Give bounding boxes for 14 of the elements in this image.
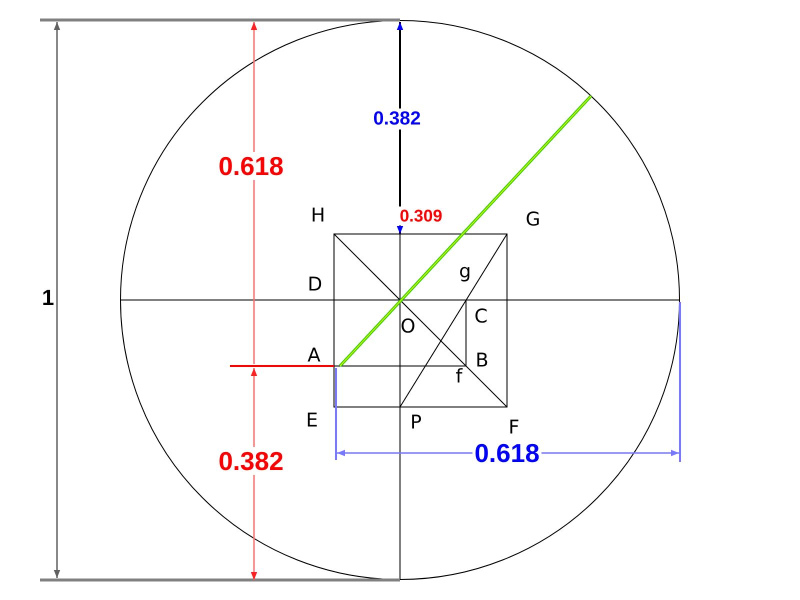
point-label: H — [310, 206, 326, 226]
point-label: P — [409, 412, 423, 434]
point-label: O — [400, 316, 416, 338]
point-label: B — [474, 350, 490, 372]
dimension-value: 0.309 — [398, 206, 444, 226]
point-label: E — [305, 410, 319, 432]
point-label: g — [458, 262, 472, 282]
dimension-value: 0.382 — [371, 108, 423, 130]
point-label: F — [508, 418, 520, 438]
point-label: f — [454, 366, 464, 388]
point-label: G — [524, 210, 542, 230]
point-label: C — [473, 306, 489, 328]
point-label: D — [306, 274, 324, 296]
point-label: A — [306, 346, 322, 366]
